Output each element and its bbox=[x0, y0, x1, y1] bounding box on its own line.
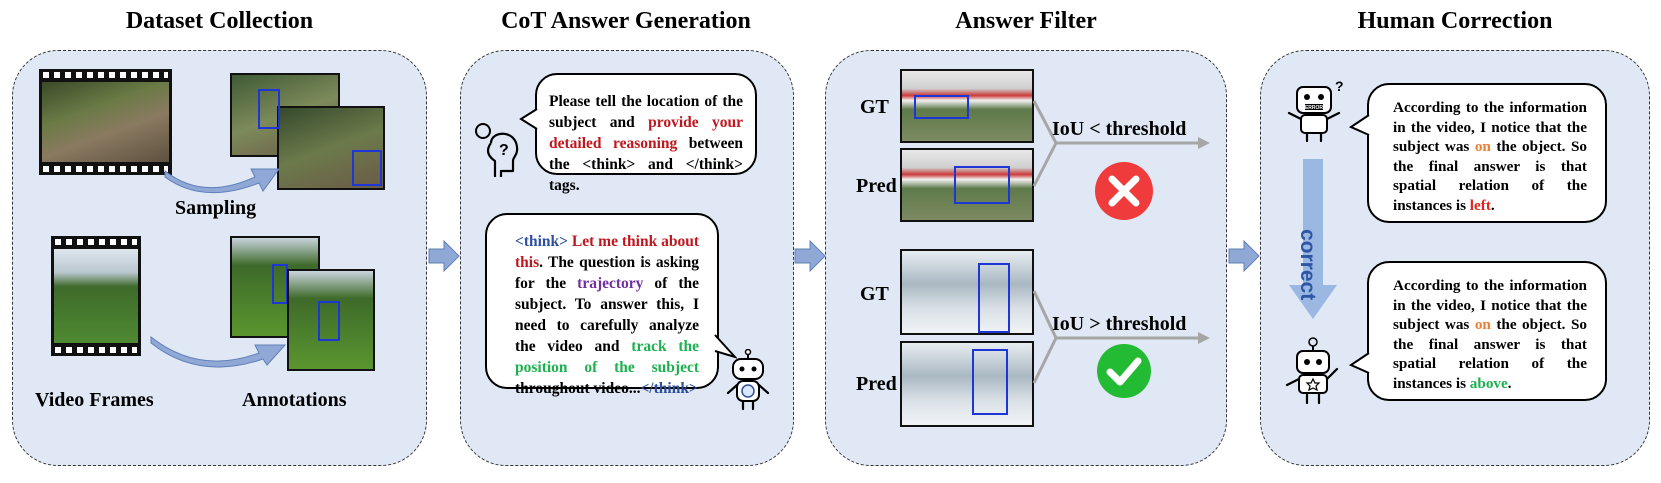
panel-answer-filter: GT Pred GT Pred IoU < threshold IoU > th… bbox=[825, 50, 1227, 466]
error-robot-icon: ERROR ? bbox=[1287, 79, 1344, 143]
before-on: on bbox=[1474, 138, 1491, 155]
sampled-frame-front bbox=[277, 106, 385, 190]
pred-frame-snowboard bbox=[900, 341, 1034, 427]
robot-icon bbox=[726, 349, 770, 411]
correct-arrow bbox=[1289, 159, 1337, 319]
annotated-frame-front bbox=[287, 269, 375, 371]
after-answer-above: above bbox=[1469, 374, 1508, 392]
panel-human-correction: ERROR ? correct According to the informa… bbox=[1260, 50, 1650, 466]
iou-pass-text: IoU > threshold bbox=[1052, 313, 1187, 335]
after-text-3: . bbox=[1507, 374, 1512, 392]
video-frames-label: Video Frames bbox=[35, 389, 154, 411]
gt-label-2: GT bbox=[860, 283, 889, 305]
after-correction-bubble: According to the information in the vide… bbox=[1367, 261, 1607, 401]
bbox bbox=[272, 264, 288, 304]
gt-label: GT bbox=[860, 96, 889, 118]
before-text-1: According to the information in the vide… bbox=[1393, 99, 1587, 155]
bbox bbox=[352, 150, 382, 186]
gt-frame-karting bbox=[900, 69, 1034, 143]
film-strip-top bbox=[39, 69, 172, 175]
answer-highlight-intro: Let me think about this bbox=[515, 233, 699, 271]
title-human-correction: Human Correction bbox=[1357, 8, 1553, 34]
think-open-tag: <think> bbox=[515, 233, 568, 250]
before-answer-left: left bbox=[1469, 196, 1491, 214]
answer-bubble-tail bbox=[714, 334, 737, 359]
bbox bbox=[972, 349, 1008, 415]
correct-label: correct bbox=[1296, 229, 1319, 301]
bbox bbox=[914, 95, 969, 119]
filter-arrows bbox=[1032, 100, 1210, 384]
after-text-2: the object. So the final answer is that … bbox=[1393, 316, 1587, 392]
prompt-text-2: between the <think> and </think> tags. bbox=[549, 135, 743, 194]
check-mark-icon bbox=[1097, 344, 1151, 398]
after-bubble-tail bbox=[1349, 352, 1370, 374]
answer-text-3: throughout video... bbox=[515, 380, 641, 397]
pred-frame-karting bbox=[900, 148, 1034, 222]
question-mark: ? bbox=[1335, 79, 1344, 94]
frame-forest-bike bbox=[42, 82, 169, 162]
answer-highlight-trajectory: trajectory bbox=[577, 275, 644, 292]
prompt-bubble: Please tell the location of the subject … bbox=[535, 73, 757, 194]
prompt-text-1: Please tell the location of the subject … bbox=[549, 93, 743, 131]
bbox bbox=[258, 89, 280, 129]
before-text-3: . bbox=[1490, 196, 1495, 214]
answer-highlight-track: track the position of the subject bbox=[515, 338, 700, 376]
before-correction-bubble: According to the information in the vide… bbox=[1367, 83, 1607, 223]
answer-bubble: <think> Let me think about this. The que… bbox=[485, 213, 719, 397]
title-cot-answer-generation: CoT Answer Generation bbox=[501, 8, 751, 34]
before-text-2: the object. So the final answer is that … bbox=[1393, 138, 1587, 214]
frame-field-players bbox=[54, 249, 138, 343]
think-close-tag: </think> bbox=[640, 380, 698, 397]
answer-text-2: of the subject. To answer this, I need t… bbox=[515, 275, 699, 355]
prompt-highlight: provide your detailed reasoning bbox=[549, 114, 743, 152]
bbox bbox=[318, 301, 340, 341]
bbox bbox=[954, 166, 1010, 204]
title-answer-filter: Answer Filter bbox=[955, 8, 1097, 34]
prompt-bubble-tail bbox=[519, 108, 538, 130]
film-strip-bottom bbox=[51, 236, 141, 356]
flow-arrow-1 bbox=[428, 240, 460, 272]
before-bubble-tail bbox=[1349, 114, 1370, 136]
iou-fail-text: IoU < threshold bbox=[1052, 118, 1187, 140]
title-dataset-collection: Dataset Collection bbox=[125, 8, 314, 34]
annotation-arrow bbox=[150, 335, 287, 368]
thinking-person-icon: ? bbox=[475, 123, 519, 177]
error-badge: ERROR bbox=[1305, 105, 1323, 111]
panel-dataset-collection: Sampling Video Frames Annotations bbox=[12, 50, 427, 466]
pred-label-2: Pred bbox=[856, 373, 897, 395]
pred-label: Pred bbox=[856, 175, 897, 197]
x-cross-icon bbox=[1095, 162, 1153, 220]
gt-frame-snowboard bbox=[900, 249, 1034, 335]
after-on: on bbox=[1474, 316, 1491, 333]
sampling-arrow bbox=[164, 168, 280, 194]
panel-cot-answer-generation: ? Please tell the location of the subjec… bbox=[460, 50, 794, 466]
after-text-1: According to the information in the vide… bbox=[1393, 277, 1587, 333]
answer-text-1: . The question is asking for the bbox=[515, 254, 699, 292]
svg-text:?: ? bbox=[499, 142, 509, 159]
flow-arrow-2 bbox=[794, 240, 826, 272]
bbox bbox=[978, 263, 1010, 333]
good-robot-icon bbox=[1285, 337, 1339, 405]
sampling-label: Sampling bbox=[175, 197, 257, 219]
annotations-label: Annotations bbox=[242, 389, 347, 411]
flow-arrow-3 bbox=[1228, 240, 1260, 272]
